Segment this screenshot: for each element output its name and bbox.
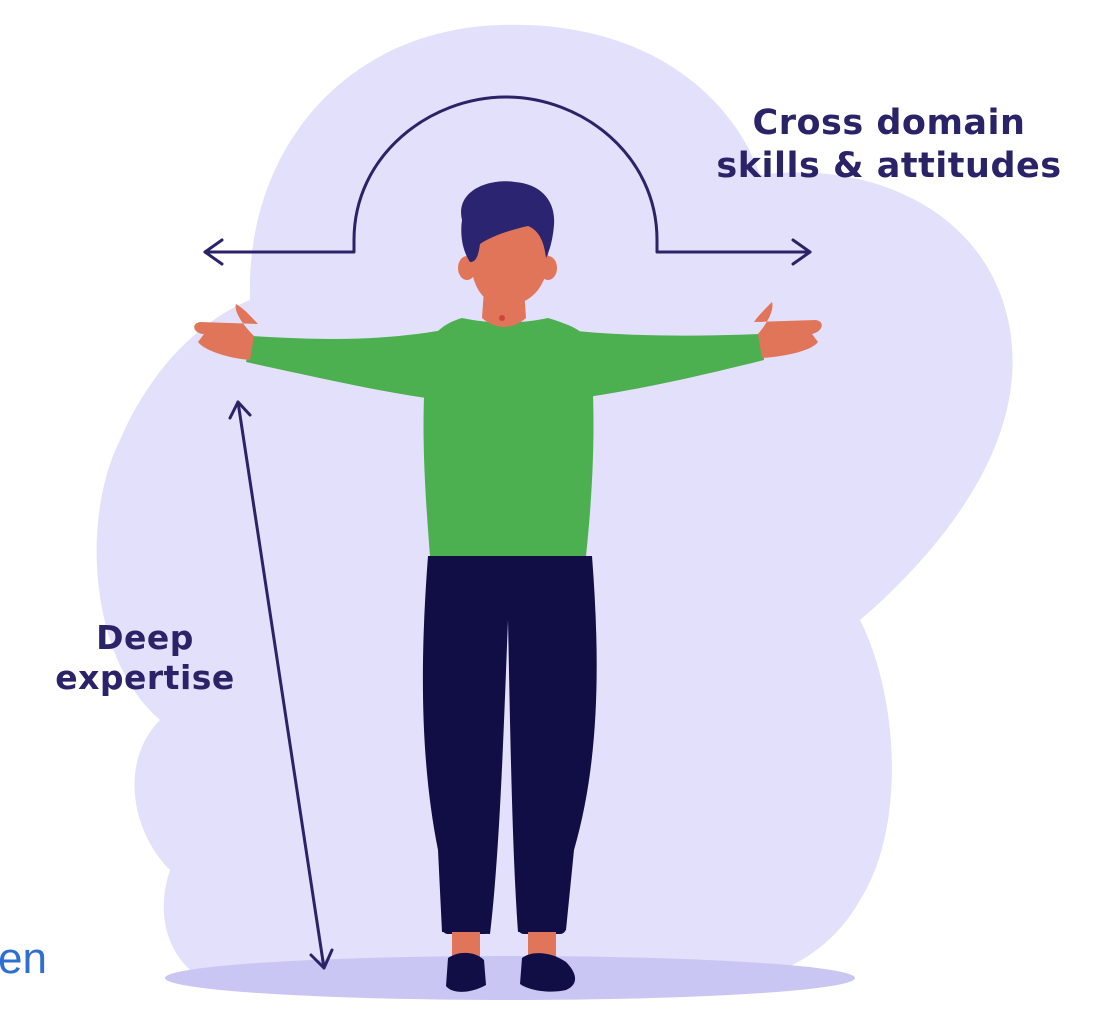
cross-domain-label: Cross domain skills & attitudes: [684, 102, 1094, 187]
deep-expertise-line-1: Deep: [96, 618, 194, 657]
cross-domain-line-1: Cross domain: [752, 103, 1026, 143]
hair: [461, 181, 555, 262]
vertical-double-arrow: [228, 400, 334, 970]
right-shoe: [520, 953, 576, 992]
deep-expertise-label: Deep expertise: [40, 618, 250, 699]
person-figure: [194, 181, 822, 992]
sweater: [423, 318, 594, 556]
right-sleeve: [548, 328, 764, 400]
left-sleeve: [246, 328, 455, 400]
left-shoe: [446, 952, 486, 992]
right-hand: [754, 302, 822, 358]
cross-domain-line-2: skills & attitudes: [716, 145, 1062, 186]
cropped-edge-text: en: [0, 934, 47, 983]
floor-shadow: [165, 956, 855, 1000]
trousers: [422, 556, 597, 934]
horizontal-double-arrow-with-arc: [203, 95, 812, 266]
left-hand: [194, 304, 258, 360]
deep-expertise-line-2: expertise: [55, 658, 235, 698]
